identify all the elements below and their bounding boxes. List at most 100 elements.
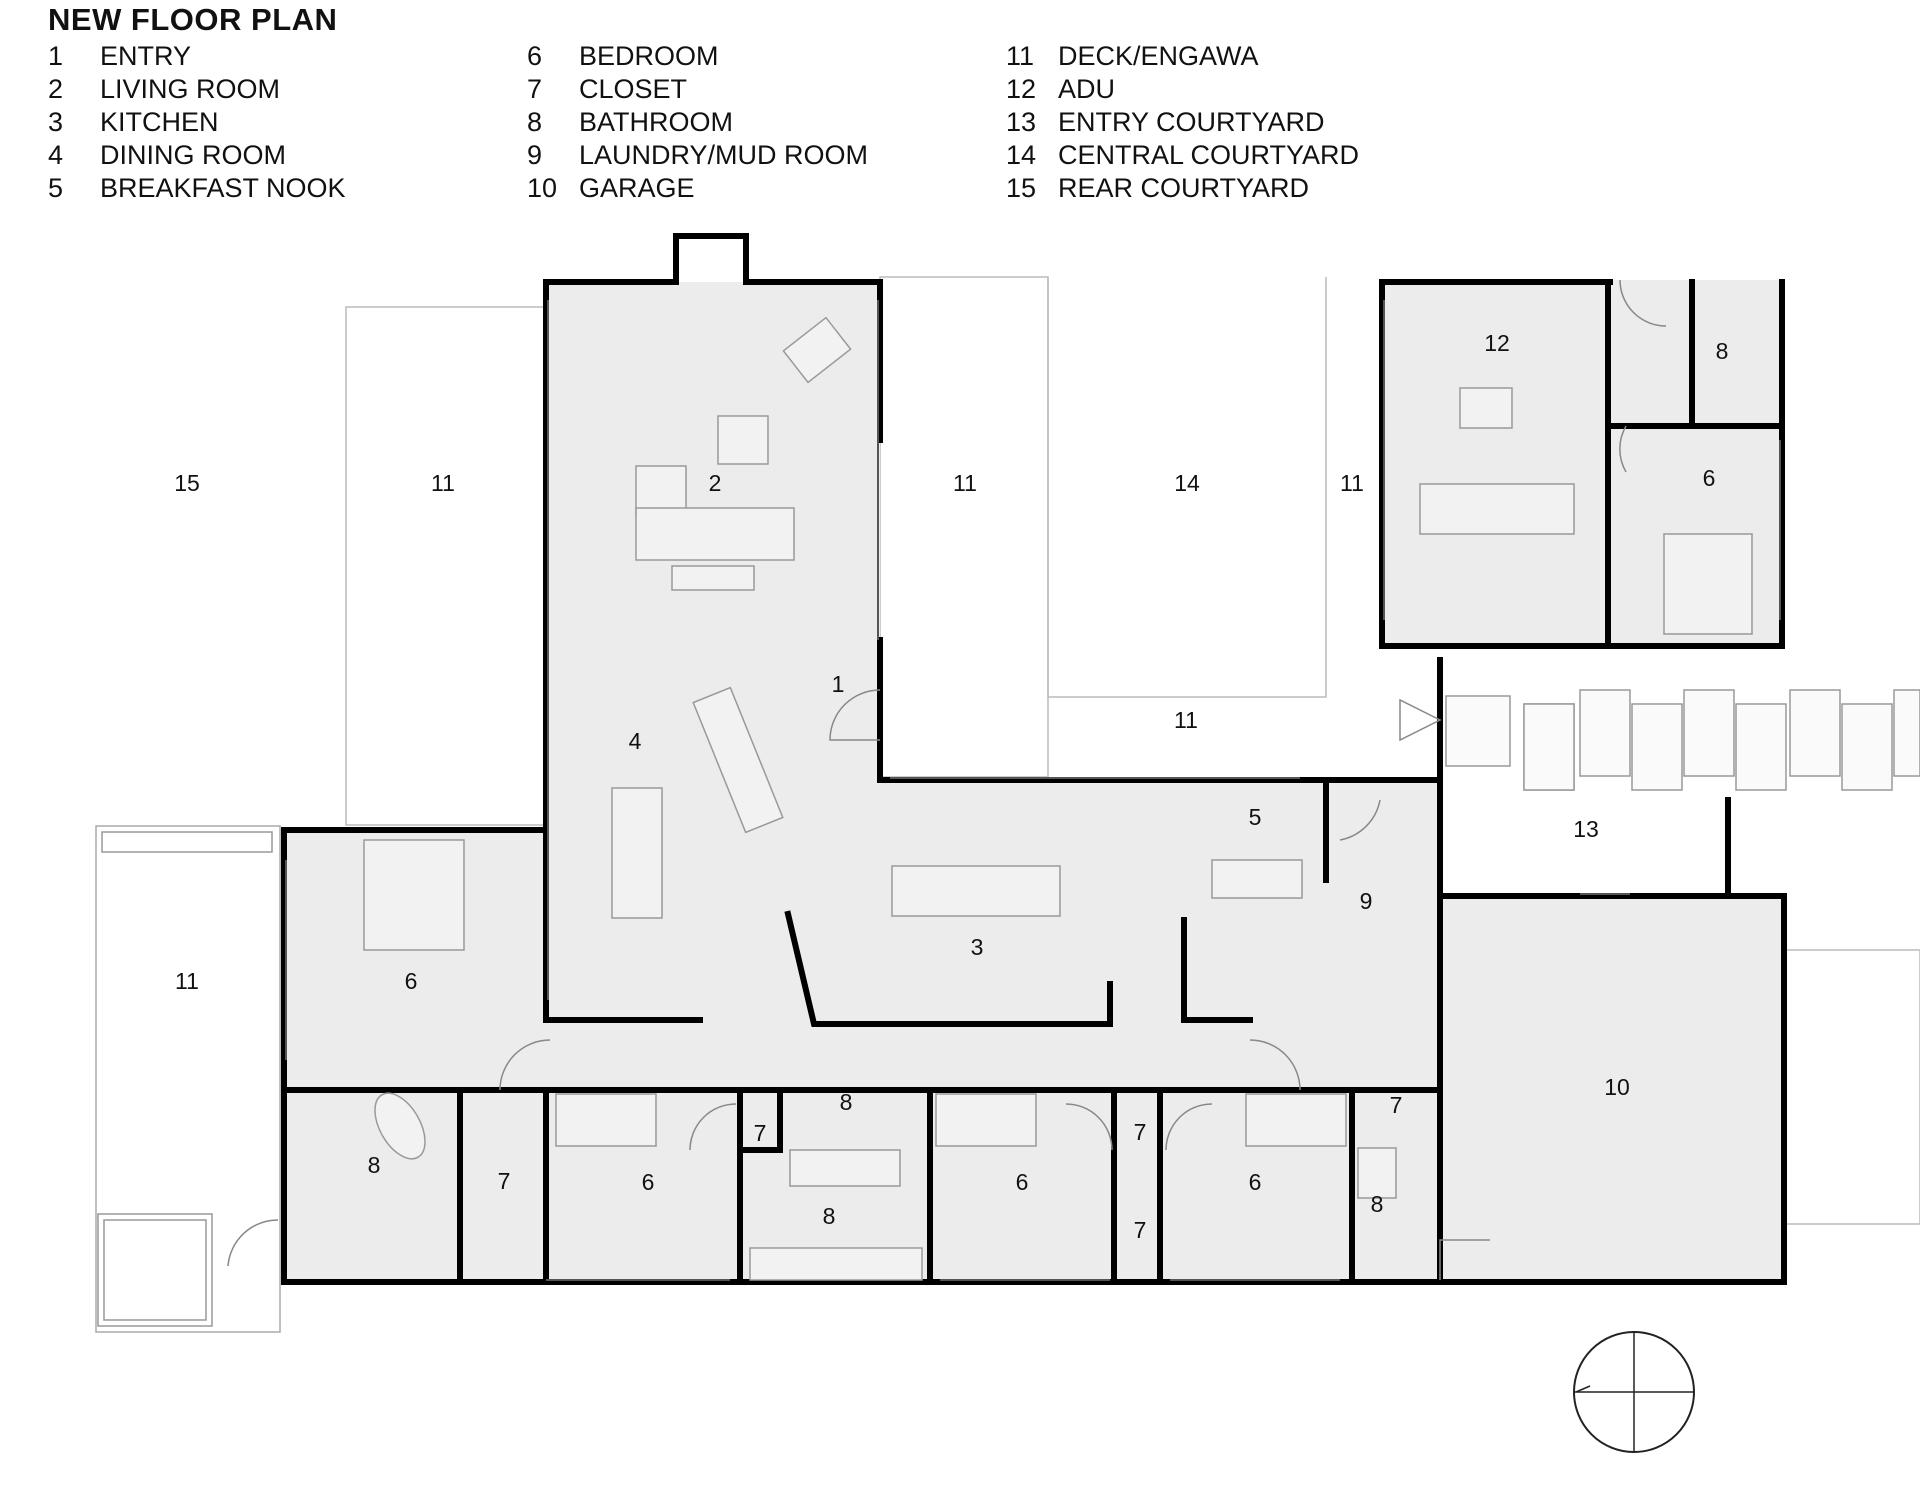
legend-number: 12 [1006, 74, 1037, 104]
legend-number: 13 [1006, 107, 1037, 137]
furniture [363, 316, 1753, 1281]
stepping-stones [1445, 689, 1920, 791]
adu-bedroom-door [1619, 425, 1627, 473]
legend-number: 7 [527, 74, 543, 104]
label-bedroom-b: 6 [1016, 1169, 1029, 1195]
stepping-stone [1631, 703, 1683, 791]
sofa [635, 507, 795, 561]
legend-room-name: BREAKFAST NOOK [100, 173, 346, 203]
label-entry-courtyard: 13 [1573, 816, 1599, 842]
bed-c [1245, 1093, 1347, 1147]
bathtub [374, 1092, 426, 1160]
ottoman [717, 415, 769, 465]
legend-room-name: ENTRY COURTYARD [1058, 107, 1325, 137]
legend-room-name: LAUNDRY/MUD ROOM [579, 140, 869, 170]
shared-bath-wall [737, 1087, 783, 1153]
label-bedroom-a: 6 [642, 1169, 655, 1195]
lounge-chair [782, 316, 852, 384]
bedroom-c-door [1165, 1103, 1213, 1151]
legend-number: 15 [1006, 173, 1037, 203]
side-entry-door [1399, 698, 1442, 742]
stepping-stone [1523, 703, 1575, 791]
sculpture-bench [692, 686, 784, 834]
adu-walls [1379, 279, 1785, 649]
legend-room-name: GARAGE [579, 173, 695, 203]
deck-west-outline [345, 306, 547, 826]
label-deck-west: 11 [431, 470, 455, 496]
driveway [1783, 949, 1920, 1225]
legend-room-name: CENTRAL COURTYARD [1058, 140, 1360, 170]
legend-number: 8 [527, 107, 543, 137]
south-wall [281, 827, 1443, 1285]
label-entry: 1 [832, 671, 845, 697]
living-room-wall [543, 233, 883, 1023]
legend-number: 5 [48, 173, 64, 203]
garage-outline [1441, 893, 1787, 1285]
label-central-courtyard: 14 [1174, 470, 1200, 496]
label-master-bedroom: 6 [405, 968, 418, 994]
master-exterior-door [227, 1219, 279, 1267]
legend-item: 2 LIVING ROOM [48, 73, 346, 106]
breakfast-table [1211, 859, 1303, 899]
label-garage: 10 [1604, 1074, 1630, 1100]
adu-table [1459, 387, 1513, 429]
outdoor-areas [95, 276, 1920, 1333]
legend-room-name: LIVING ROOM [100, 74, 281, 104]
legend-number: 14 [1006, 140, 1037, 170]
doors [227, 279, 1667, 1280]
label-deck-central: 11 [953, 470, 977, 496]
coffee-bench [671, 565, 755, 591]
master-bed [363, 839, 465, 951]
laundry-wall [1181, 917, 1253, 1023]
laundry-door [1339, 799, 1381, 841]
label-closet-a: 7 [754, 1120, 767, 1146]
legend-room-name: ENTRY [100, 41, 192, 71]
legend-room-name: DECK/ENGAWA [1058, 41, 1259, 71]
windows [285, 300, 1781, 1281]
dining-table [611, 787, 663, 919]
bench [101, 831, 273, 853]
stepping-stone [1683, 689, 1735, 777]
stepping-stone [1789, 689, 1841, 777]
label-kitchen: 3 [971, 934, 984, 960]
adu-sofa [1419, 483, 1575, 535]
hot-tub [97, 1213, 213, 1327]
garage-floor [1440, 896, 1784, 1280]
garage-walls [1441, 797, 1787, 1285]
adu-outer-wall [1379, 279, 1785, 649]
north-arrow [1573, 1331, 1695, 1453]
legend-room-name: KITCHEN [100, 107, 219, 137]
legend-item: 1 ENTRY [48, 40, 346, 73]
hall-door [499, 1039, 551, 1091]
legend-number: 1 [48, 41, 64, 71]
legend-item: 13 ENTRY COURTYARD [1006, 106, 1359, 139]
bed-a [555, 1093, 657, 1147]
label-master-bath: 8 [368, 1152, 381, 1178]
double-vanity [749, 1247, 923, 1281]
legend-item: 14 CENTRAL COURTYARD [1006, 139, 1359, 172]
label-closet-b-top: 7 [1134, 1119, 1147, 1145]
deck-central-outline [879, 276, 1049, 778]
legend-number: 2 [48, 74, 64, 104]
central-courtyard-outline [1047, 277, 1327, 698]
label-bath-c: 8 [1371, 1191, 1384, 1217]
legend-room-name: REAR COURTYARD [1058, 173, 1310, 203]
label-adu-bath: 8 [1716, 338, 1729, 364]
label-bedroom-c: 6 [1249, 1169, 1262, 1195]
kitchen-north-wall [877, 637, 1443, 1285]
bedroom-a-door [689, 1103, 737, 1151]
bedroom-b-door [1065, 1103, 1113, 1151]
plan-title: NEW FLOOR PLAN [48, 2, 338, 37]
entry-door [829, 689, 881, 741]
walls [281, 233, 1443, 1285]
stepping-stone [1735, 703, 1787, 791]
legend-room-name: DINING ROOM [100, 140, 286, 170]
